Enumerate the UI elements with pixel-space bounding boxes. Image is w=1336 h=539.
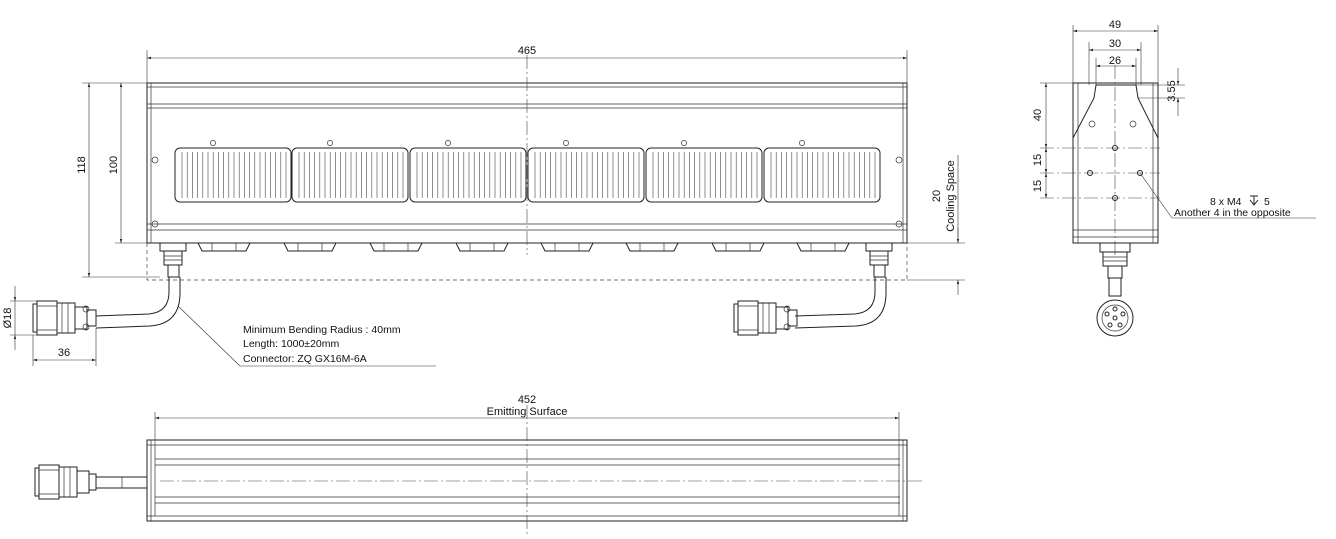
note-length: Length: 1000±20mm bbox=[243, 338, 339, 350]
fin-panel bbox=[527, 140, 645, 203]
dim-dia18-label: Ø18 bbox=[2, 308, 14, 329]
dim-465-label: 465 bbox=[518, 45, 536, 57]
front-view: 465 118 100 20 Cooling Space Ø18 36 bbox=[2, 45, 965, 367]
heat-sink-panels bbox=[174, 140, 881, 203]
right-cable bbox=[794, 277, 887, 329]
dim-36-label: 36 bbox=[58, 347, 70, 359]
connector-face bbox=[1096, 299, 1134, 337]
dim-15a-label: 15 bbox=[1032, 154, 1044, 166]
cooling-space-label: Cooling Space bbox=[945, 160, 957, 232]
cooling-space-outline bbox=[146, 243, 908, 281]
note-leader bbox=[177, 305, 241, 367]
foot bbox=[711, 242, 765, 252]
mounting-feet bbox=[197, 242, 850, 252]
fin-panel bbox=[763, 140, 881, 203]
foot bbox=[197, 242, 251, 252]
fin-panel bbox=[409, 140, 527, 203]
emitting-surface-label: Emitting Surface bbox=[487, 406, 568, 418]
left-connector bbox=[32, 300, 97, 336]
dim-100-label: 100 bbox=[108, 156, 120, 174]
dim-26-label: 26 bbox=[1109, 55, 1121, 67]
foot bbox=[625, 242, 679, 252]
note-connector: Connector: ZQ GX16M-6A bbox=[243, 353, 367, 365]
note-mount-depth: 5 bbox=[1264, 196, 1270, 208]
dim-40-label: 40 bbox=[1032, 109, 1044, 121]
right-connector bbox=[733, 300, 798, 336]
left-cable bbox=[95, 277, 181, 329]
dim-15b-label: 15 bbox=[1032, 180, 1044, 192]
depth-icon bbox=[1249, 195, 1259, 206]
foot bbox=[369, 242, 423, 252]
foot bbox=[796, 242, 850, 252]
fin-panel bbox=[645, 140, 763, 203]
dim-49-label: 49 bbox=[1109, 19, 1121, 31]
foot bbox=[455, 242, 509, 252]
side-view: 49 30 26 3.55 40 15 15 8 x M4 5 bbox=[1032, 19, 1316, 337]
note-mount-holes: 8 x M4 bbox=[1210, 196, 1242, 208]
bottom-view: 452 Emitting Surface bbox=[34, 394, 925, 535]
side-body bbox=[1072, 82, 1159, 244]
fin-panel bbox=[291, 140, 409, 203]
dim-30-label: 30 bbox=[1109, 38, 1121, 50]
fin-panel bbox=[174, 140, 292, 203]
dim-20-label: 20 bbox=[931, 190, 943, 202]
note-opposite: Another 4 in the opposite bbox=[1174, 207, 1291, 219]
dim-452-label: 452 bbox=[518, 394, 536, 406]
foot bbox=[283, 242, 337, 252]
mount-holes bbox=[1087, 145, 1143, 201]
dim-355-label: 3.55 bbox=[1166, 80, 1178, 101]
side-profile bbox=[1072, 84, 1159, 139]
note-bend-radius: Minimum Bending Radius : 40mm bbox=[243, 324, 401, 336]
right-cable-gland bbox=[865, 242, 893, 278]
dim-118-label: 118 bbox=[76, 156, 88, 174]
foot bbox=[540, 242, 594, 252]
left-cable-gland bbox=[159, 242, 187, 278]
